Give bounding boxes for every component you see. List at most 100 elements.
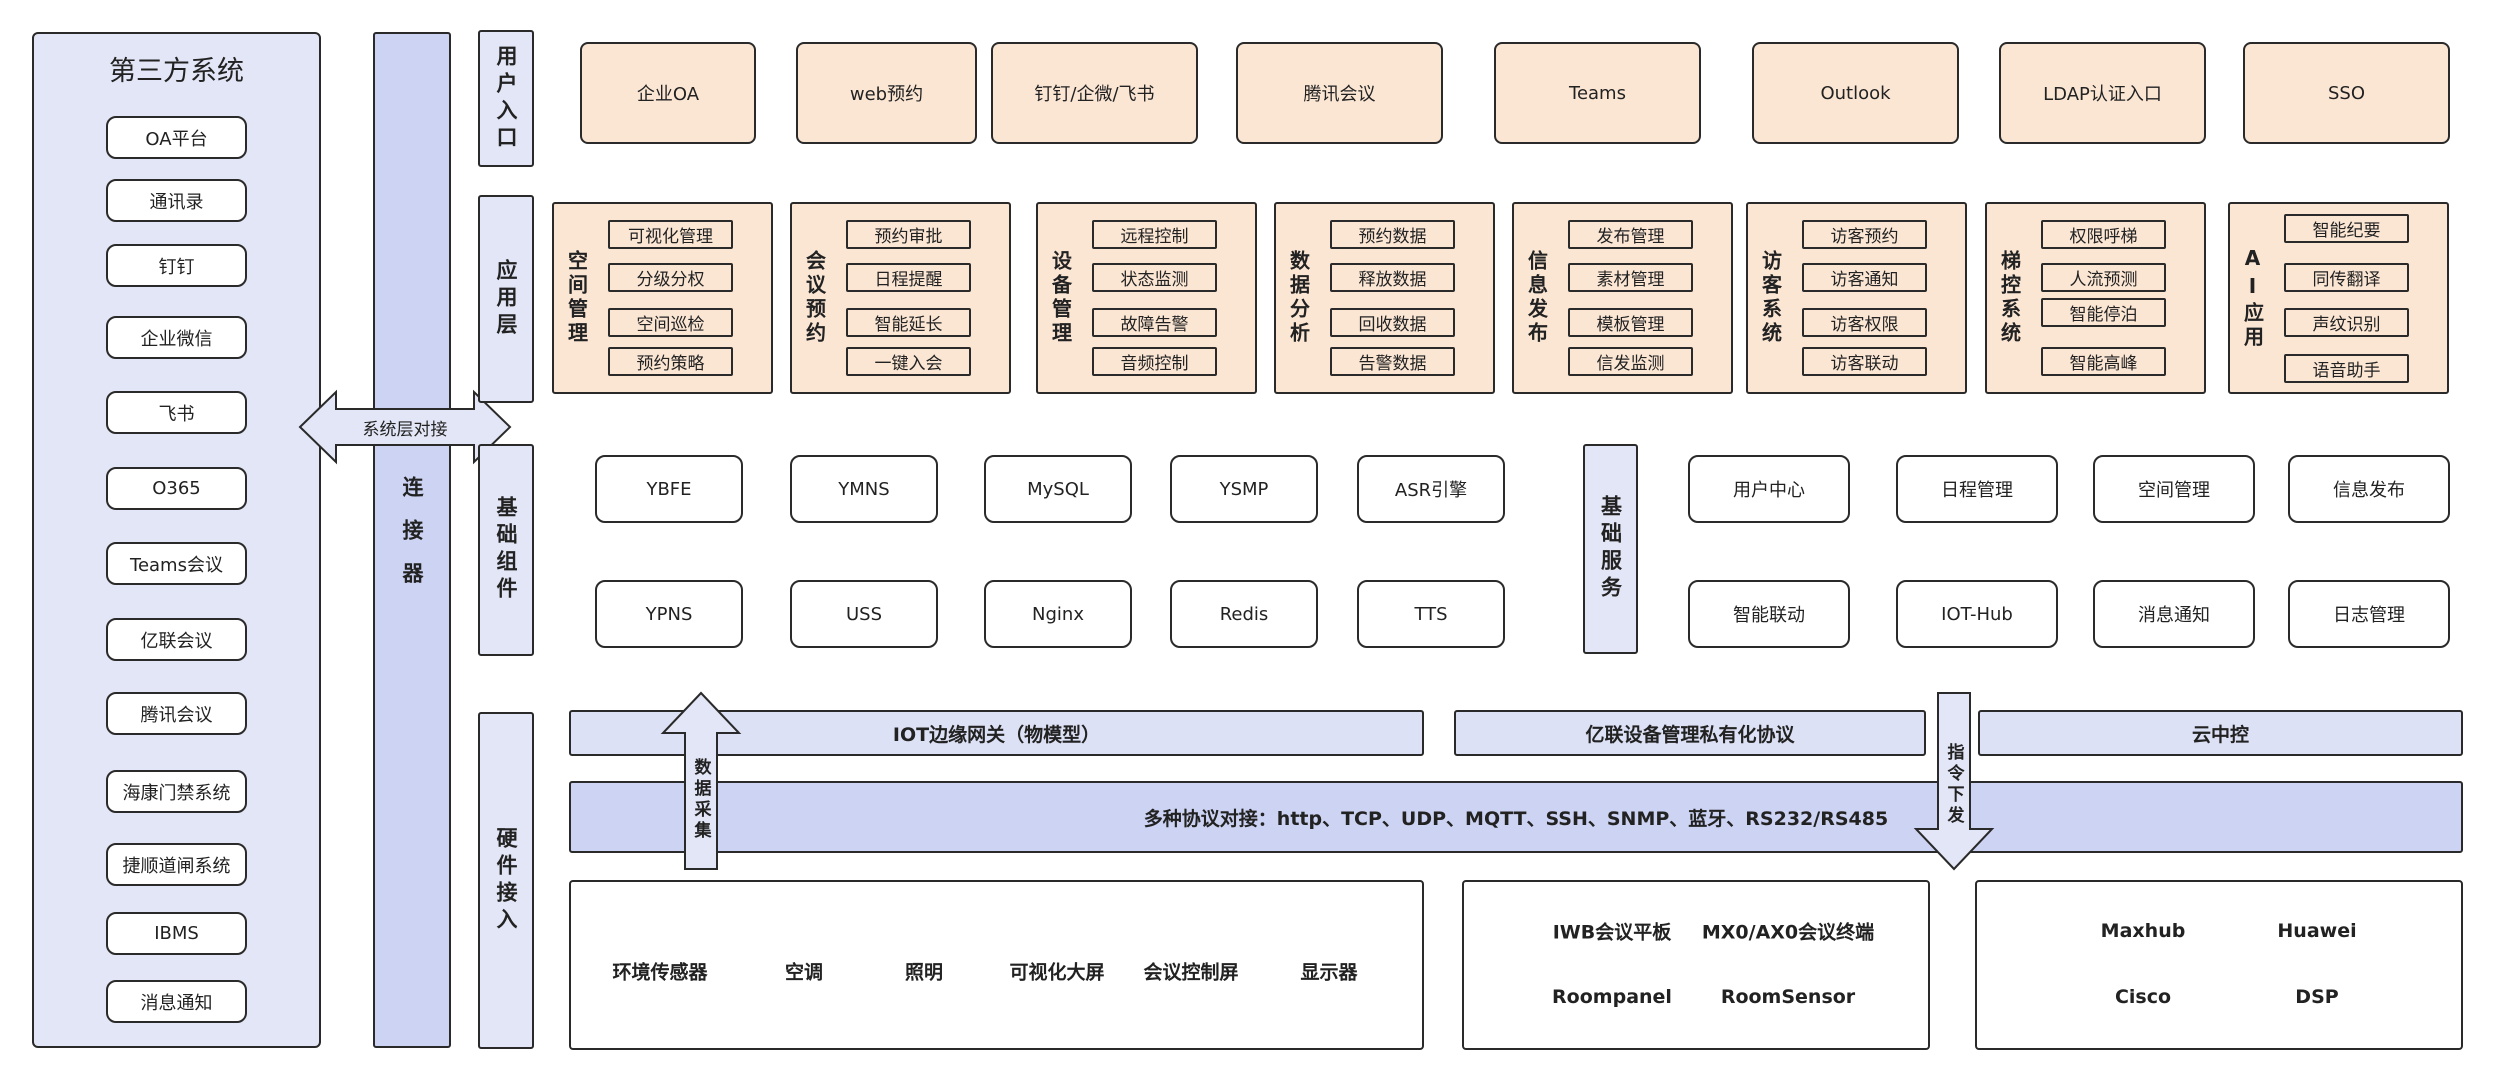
app-module-title: 梯控系统 (1997, 250, 2022, 346)
base-component: Nginx (984, 580, 1132, 648)
base-component: Redis (1170, 580, 1318, 648)
app-module-title: 访客系统 (1758, 250, 1783, 346)
base-component: YBFE (595, 455, 743, 523)
app-module-item: 空间巡检 (608, 308, 733, 337)
layer-base-components: 基础组件 (478, 444, 534, 656)
app-module-title: 空间管理 (564, 250, 589, 346)
app-module-item: 访客联动 (1802, 347, 1927, 376)
third-party-item: IBMS (106, 912, 247, 955)
base-component: TTS (1357, 580, 1505, 648)
app-module-item: 人流预测 (2041, 263, 2166, 292)
gateway-cloud: 云中控 (1978, 710, 2463, 756)
layer-hardware: 硬件接入 (478, 712, 534, 1049)
app-module-item: 日程提醒 (846, 263, 971, 292)
layer-user-entry-label: 用户入口 (494, 44, 518, 153)
user-entry-box: 腾讯会议 (1236, 42, 1443, 144)
app-module-item: 释放数据 (1330, 263, 1455, 292)
base-service: 消息通知 (2093, 580, 2255, 648)
app-module-item: 可视化管理 (608, 220, 733, 249)
app-module-item: 同传翻译 (2284, 263, 2409, 292)
command-send-label: 指令下发 (1943, 743, 1964, 827)
data-collect-label-box: 数据采集 (685, 740, 717, 860)
app-module-item: 状态监测 (1092, 263, 1217, 292)
app-module-booking: 会议预约 预约审批 日程提醒 智能延长 一键入会 (790, 202, 1011, 394)
layer-hardware-label: 硬件接入 (494, 826, 518, 935)
hardware-item: Maxhub (2100, 920, 2186, 942)
base-component: YPNS (595, 580, 743, 648)
app-module-item: 一键入会 (846, 347, 971, 376)
app-module-item: 告警数据 (1330, 347, 1455, 376)
base-component: ASR引擎 (1357, 455, 1505, 523)
hardware-item: 会议控制屏 (1143, 961, 1239, 984)
third-party-item: 海康门禁系统 (106, 770, 247, 813)
app-module-item: 智能高峰 (2041, 347, 2166, 376)
app-module-item: 智能停泊 (2041, 298, 2166, 327)
third-party-item: 消息通知 (106, 980, 247, 1023)
app-module-visitor: 访客系统 访客预约 访客通知 访客权限 访客联动 (1746, 202, 1967, 394)
command-send-arrow (1913, 692, 1995, 871)
app-module-analytics: 数据分析 预约数据 释放数据 回收数据 告警数据 (1274, 202, 1495, 394)
user-entry-box: Outlook (1752, 42, 1959, 144)
base-services-label-box: 基础服务 (1583, 444, 1638, 654)
layer-application-label: 应用层 (494, 258, 518, 340)
gateway-yealink: 亿联设备管理私有化协议 (1454, 710, 1926, 756)
hardware-item: Huawei (2277, 920, 2357, 942)
app-module-item: 访客通知 (1802, 263, 1927, 292)
user-entry-box: 钉钉/企微/飞书 (991, 42, 1198, 144)
app-module-title: AI应用 (2240, 246, 2265, 350)
app-module-item: 远程控制 (1092, 220, 1217, 249)
base-service: 日程管理 (1896, 455, 2058, 523)
base-service: 日志管理 (2288, 580, 2450, 648)
base-services-label: 基础服务 (1598, 495, 1623, 603)
hardware-item: DSP (2295, 986, 2339, 1008)
base-component: USS (790, 580, 938, 648)
protocol-bar: 多种协议对接：http、TCP、UDP、MQTT、SSH、SNMP、蓝牙、RS2… (569, 781, 2463, 853)
hardware-item: 可视化大屏 (1009, 961, 1105, 984)
user-entry-box: Teams (1494, 42, 1701, 144)
hardware-item: 环境传感器 (612, 961, 708, 984)
third-party-title: 第三方系统 (109, 55, 244, 87)
base-component: MySQL (984, 455, 1132, 523)
app-module-elevator: 梯控系统 权限呼梯 人流预测 智能停泊 智能高峰 (1985, 202, 2206, 394)
third-party-item: 腾讯会议 (106, 692, 247, 735)
app-module-item: 预约策略 (608, 347, 733, 376)
app-module-space: 空间管理 可视化管理 分级分权 空间巡检 预约策略 (552, 202, 773, 394)
app-module-ai: AI应用 智能纪要 同传翻译 声纹识别 语音助手 (2228, 202, 2449, 394)
layer-base-components-label: 基础组件 (494, 496, 518, 604)
app-module-item: 信发监测 (1568, 347, 1693, 376)
hardware-item: MX0/AX0会议终端 (1701, 921, 1875, 944)
hardware-box-3: Maxhub Huawei Cisco DSP (1975, 880, 2463, 1050)
hardware-item: IWB会议平板 (1552, 921, 1672, 944)
base-service: 空间管理 (2093, 455, 2255, 523)
app-module-title: 会议预约 (802, 250, 827, 346)
base-component: YSMP (1170, 455, 1318, 523)
app-module-item: 智能延长 (846, 308, 971, 337)
app-module-item: 分级分权 (608, 263, 733, 292)
app-module-title: 信息发布 (1524, 250, 1549, 346)
third-party-item: 亿联会议 (106, 618, 247, 661)
app-module-item: 声纹识别 (2284, 308, 2409, 337)
hardware-box-1: 环境传感器 空调 照明 可视化大屏 会议控制屏 显示器 (569, 880, 1424, 1050)
connector-column: 连接器 (373, 32, 451, 1048)
layer-user-entry: 用户入口 (478, 30, 534, 167)
app-module-item: 故障告警 (1092, 308, 1217, 337)
hardware-item: Roompanel (1552, 986, 1672, 1008)
app-module-item: 音频控制 (1092, 347, 1217, 376)
app-module-device: 设备管理 远程控制 状态监测 故障告警 音频控制 (1036, 202, 1257, 394)
app-module-item: 访客预约 (1802, 220, 1927, 249)
app-module-title: 数据分析 (1286, 250, 1311, 346)
third-party-item: 企业微信 (106, 316, 247, 359)
app-module-item: 发布管理 (1568, 220, 1693, 249)
app-module-item: 访客权限 (1802, 308, 1927, 337)
hardware-item: 照明 (904, 961, 944, 984)
app-module-item: 预约审批 (846, 220, 971, 249)
user-entry-box: LDAP认证入口 (1999, 42, 2206, 144)
user-entry-box: SSO (2243, 42, 2450, 144)
command-send-label-box: 指令下发 (1938, 725, 1970, 845)
app-module-item: 模板管理 (1568, 308, 1693, 337)
app-module-item: 回收数据 (1330, 308, 1455, 337)
third-party-item: 飞书 (106, 391, 247, 434)
base-service: 信息发布 (2288, 455, 2450, 523)
base-component: YMNS (790, 455, 938, 523)
third-party-item: O365 (106, 467, 247, 510)
